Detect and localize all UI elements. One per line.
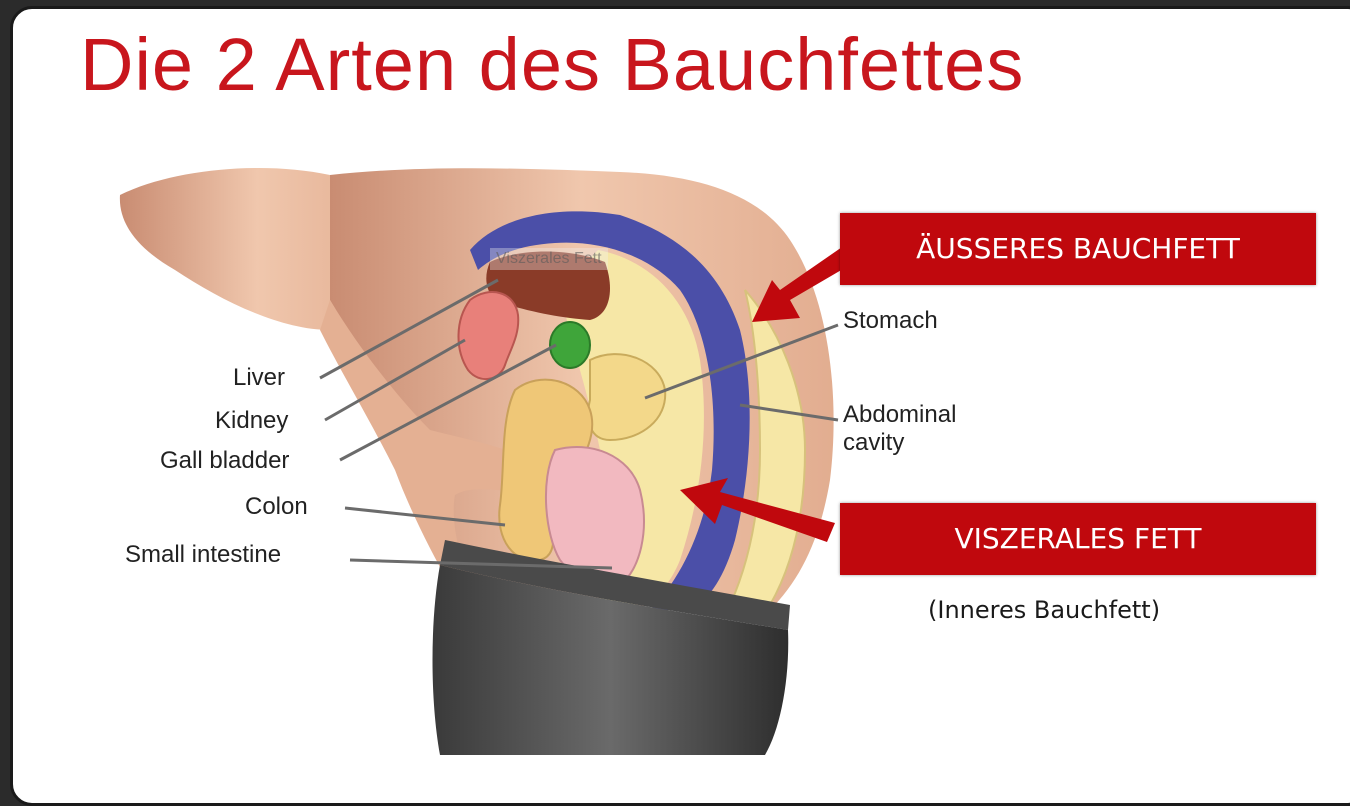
watermark: Viszerales Fett: [490, 248, 608, 270]
label-abdominal-line2: cavity: [843, 429, 956, 457]
label-liver: Liver: [233, 364, 285, 392]
label-colon: Colon: [245, 493, 308, 521]
label-small-intestine: Small intestine: [125, 541, 281, 569]
label-gall-bladder: Gall bladder: [160, 447, 289, 475]
visceral-fat-banner: VISZERALES FETT: [840, 503, 1316, 575]
visceral-fat-subtitle: (Inneres Bauchfett): [928, 596, 1160, 624]
label-kidney: Kidney: [215, 407, 288, 435]
label-stomach: Stomach: [843, 307, 938, 335]
label-abdominal-line1: Abdominal: [843, 401, 956, 429]
label-abdominal-cavity: Abdominal cavity: [843, 401, 956, 456]
outer-fat-banner: ÄUSSERES BAUCHFETT: [840, 213, 1316, 285]
